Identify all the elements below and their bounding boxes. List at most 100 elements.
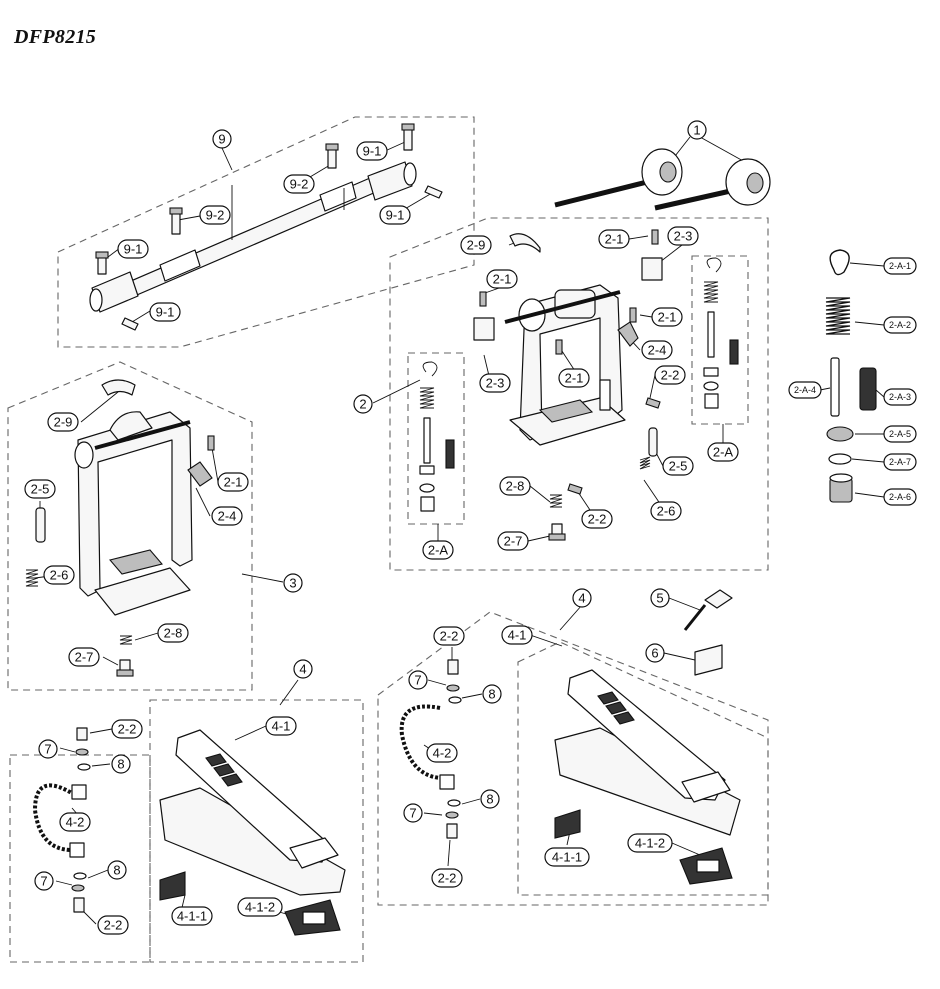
label-4-1-2-a: 4-1-2: [237, 897, 283, 917]
connecting-rod-assembly: [89, 161, 417, 313]
label-9-2-a: 9-2: [283, 174, 315, 194]
outline-connecting-rod-9: [57, 116, 475, 348]
label-4-1-a: 4-1: [265, 716, 297, 736]
outline-frame-3: [7, 361, 253, 691]
label-2-A-3: 2-A-3: [883, 388, 917, 406]
label-2-2-e: 2-2: [433, 626, 465, 646]
footboard-left: [159, 729, 346, 936]
footboard-right: [554, 589, 741, 885]
label-4-1-1-b: 4-1-1: [544, 847, 590, 867]
label-2-A-left: 2-A: [422, 540, 454, 560]
outline-footboard-4-1-right: [517, 641, 769, 896]
svg-text:4-2: 4-2: [66, 815, 85, 830]
label-2-A-4: 2-A-4: [788, 381, 822, 399]
label-9-1-d: 9-1: [149, 302, 181, 322]
label-2-3-a: 2-3: [667, 226, 699, 246]
svg-text:2-A: 2-A: [428, 543, 449, 558]
svg-text:7: 7: [44, 742, 51, 757]
label-2-6-a: 2-6: [650, 501, 682, 521]
label-9-2-b: 9-2: [199, 205, 231, 225]
label-4-2-b: 4-2: [426, 743, 458, 763]
svg-text:2-8: 2-8: [506, 479, 525, 494]
svg-text:9-1: 9-1: [156, 305, 175, 320]
svg-text:8: 8: [488, 687, 495, 702]
screws-9: [95, 123, 443, 331]
svg-text:2-2: 2-2: [440, 629, 459, 644]
svg-text:7: 7: [414, 673, 421, 688]
label-2-A-1: 2-A-1: [883, 257, 917, 275]
label-2-A-5: 2-A-5: [883, 425, 917, 443]
outline-pedal-4-left: [149, 699, 364, 963]
outline-spring-2A-right: [691, 255, 749, 425]
label-2-A-2: 2-A-2: [883, 316, 917, 334]
screws-left: [71, 727, 91, 913]
svg-text:9-1: 9-1: [363, 144, 382, 159]
svg-text:8: 8: [117, 757, 124, 772]
label-2-1-d: 2-1: [558, 368, 590, 388]
callout-circles: 1 9 2 3 4 4 5 6 7 8 8 7 7 8 8 7: [34, 120, 707, 891]
svg-text:2-A-1: 2-A-1: [889, 261, 911, 271]
callout-8-a: 8: [111, 754, 131, 774]
svg-text:8: 8: [486, 792, 493, 807]
label-9-1-c: 9-1: [117, 239, 149, 259]
label-2-2-a: 2-2: [654, 365, 686, 385]
svg-text:2-2: 2-2: [118, 722, 137, 737]
callout-6: 6: [645, 643, 665, 663]
svg-text:2-7: 2-7: [75, 650, 94, 665]
svg-text:2-3: 2-3: [486, 376, 505, 391]
callout-5: 5: [650, 588, 670, 608]
label-2-5-a: 2-5: [662, 456, 694, 476]
svg-text:2: 2: [359, 397, 366, 412]
svg-text:9: 9: [218, 132, 225, 147]
svg-text:4-1-2: 4-1-2: [635, 836, 665, 851]
callout-1: 1: [687, 120, 707, 140]
svg-text:5: 5: [656, 591, 663, 606]
svg-text:2-A-7: 2-A-7: [889, 457, 911, 467]
label-4-1-1-a: 4-1-1: [171, 906, 213, 926]
part-number-labels: 9-1 9-2 9-1 9-2 9-1 9-1 2-9 2-1 2-3 2-1 …: [24, 141, 917, 935]
svg-text:2-1: 2-1: [565, 371, 584, 386]
outline-chain-left: [9, 754, 151, 963]
frame-assembly-3: [25, 379, 215, 677]
svg-text:2-1: 2-1: [605, 232, 624, 247]
screws-right: [445, 659, 462, 839]
svg-text:2-A-6: 2-A-6: [889, 492, 911, 502]
beaters: [554, 148, 771, 211]
callout-4-left: 4: [293, 659, 313, 679]
label-2-1-b: 2-1: [486, 269, 518, 289]
svg-text:2-3: 2-3: [674, 229, 693, 244]
callout-7-d: 7: [403, 803, 423, 823]
outline-spring-2A-left: [407, 352, 465, 525]
svg-text:2-A-3: 2-A-3: [889, 392, 911, 402]
svg-text:1: 1: [693, 123, 700, 138]
label-2-9-a: 2-9: [460, 235, 492, 255]
svg-text:2-5: 2-5: [669, 459, 688, 474]
svg-text:9-1: 9-1: [386, 208, 405, 223]
label-2-1-e: 2-1: [217, 472, 249, 492]
svg-text:2-1: 2-1: [658, 310, 677, 325]
svg-text:4-1-1: 4-1-1: [552, 850, 582, 865]
svg-text:3: 3: [289, 576, 296, 591]
svg-text:2-A-2: 2-A-2: [889, 320, 911, 330]
svg-text:4: 4: [299, 662, 306, 677]
svg-text:2-A-5: 2-A-5: [889, 429, 911, 439]
label-2-3-b: 2-3: [479, 373, 511, 393]
svg-text:2-2: 2-2: [104, 918, 123, 933]
label-2-9-b: 2-9: [47, 412, 79, 432]
label-2-2-f: 2-2: [431, 868, 463, 888]
model-title: DFP8215: [14, 26, 97, 48]
svg-text:2-A-4: 2-A-4: [794, 385, 816, 395]
svg-text:9-2: 9-2: [290, 177, 309, 192]
svg-text:2-7: 2-7: [504, 534, 523, 549]
svg-text:9-1: 9-1: [124, 242, 143, 257]
callout-9: 9: [212, 129, 232, 149]
label-2-2-d: 2-2: [97, 915, 129, 935]
callout-7-b: 7: [34, 871, 54, 891]
svg-text:4-2: 4-2: [433, 746, 452, 761]
label-2-A-6: 2-A-6: [883, 488, 917, 506]
callout-2: 2: [353, 394, 373, 414]
callout-4-right: 4: [572, 588, 592, 608]
svg-text:8: 8: [113, 863, 120, 878]
svg-text:2-6: 2-6: [657, 504, 676, 519]
svg-text:2-2: 2-2: [588, 512, 607, 527]
